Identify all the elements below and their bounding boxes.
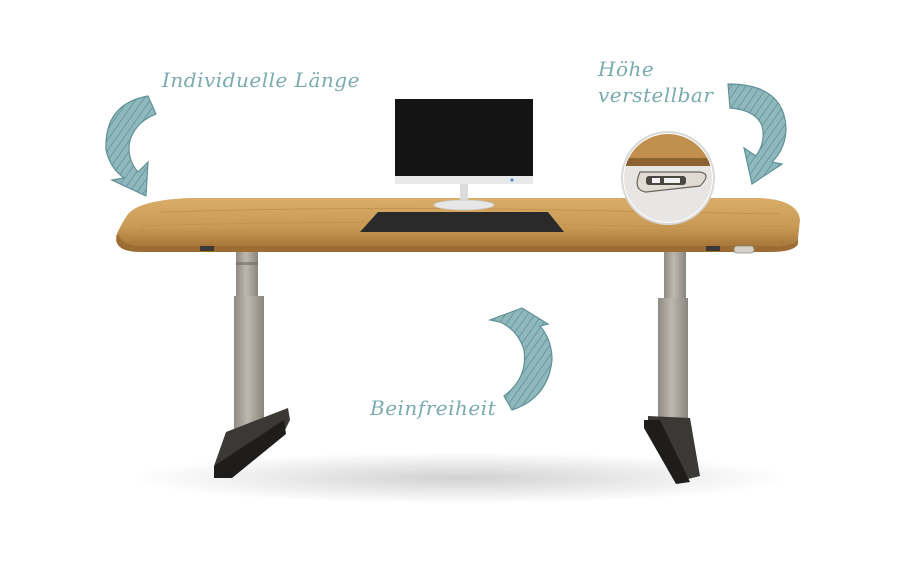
left-leg [214, 246, 290, 478]
height-annotation: Höhe verstellbar [598, 56, 713, 108]
legroom-annotation: Beinfreiheit [370, 396, 497, 420]
height-control-panel-icon [621, 131, 715, 225]
floor-shadow [130, 452, 790, 504]
height-annotation-line1: Höhe [598, 57, 655, 81]
height-annotation-line2: verstellbar [598, 83, 714, 107]
length-arrow [105, 95, 157, 197]
legroom-arrow [487, 307, 553, 411]
height-arrow [727, 83, 787, 185]
length-annotation: Individuelle Länge [162, 68, 360, 92]
right-leg [644, 246, 700, 484]
monitor [395, 99, 533, 211]
desk-mat [360, 212, 564, 232]
